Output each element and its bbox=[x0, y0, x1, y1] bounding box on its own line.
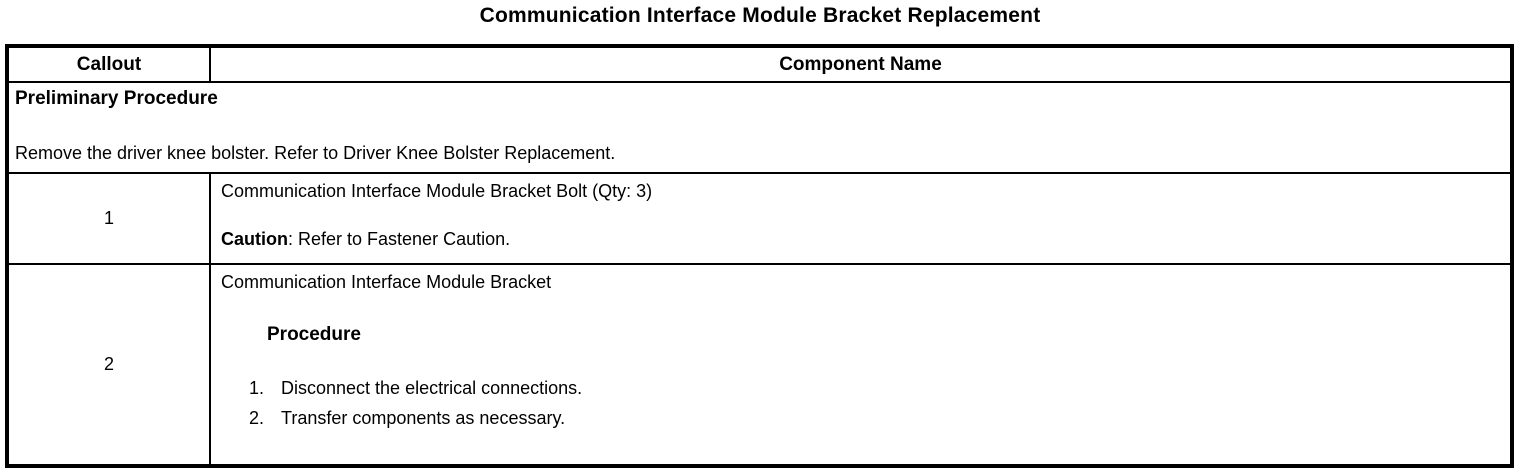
procedure-step: 1. Disconnect the electrical connections. bbox=[249, 373, 1502, 403]
table: Callout Component Name Preliminary Proce… bbox=[5, 44, 1514, 468]
step-number: 2. bbox=[249, 408, 265, 428]
step-text: Disconnect the electrical connections. bbox=[281, 378, 583, 398]
table-row-bracket: 2 Communication Interface Module Bracket… bbox=[6, 263, 1513, 467]
preliminary-procedure-heading: Preliminary Procedure bbox=[15, 88, 218, 109]
component-name: Communication Interface Module Bracket B… bbox=[221, 181, 653, 201]
component-cell: Communication Interface Module Bracket P… bbox=[209, 263, 1513, 467]
component-name: Communication Interface Module Bracket bbox=[221, 272, 552, 292]
page-title: Communication Interface Module Bracket R… bbox=[479, 4, 1041, 27]
caution-note: Caution: Refer to Fastener Caution. bbox=[221, 229, 1502, 250]
step-number: 1. bbox=[249, 378, 265, 398]
callout-number: 2 bbox=[6, 263, 211, 467]
caution-text: : Refer to Fastener Caution. bbox=[288, 229, 511, 249]
preliminary-procedure-cell: Preliminary Procedure Remove the driver … bbox=[6, 81, 1513, 174]
table-header-row: Callout Component Name bbox=[6, 45, 1513, 83]
preliminary-procedure-text: Remove the driver knee bolster. Refer to… bbox=[15, 143, 616, 163]
table-row-bracket-bolt: 1 Communication Interface Module Bracket… bbox=[6, 172, 1513, 265]
component-cell: Communication Interface Module Bracket B… bbox=[209, 172, 1513, 265]
procedure-heading: Procedure bbox=[267, 324, 361, 345]
callout-component-table: Callout Component Name Preliminary Proce… bbox=[5, 44, 1514, 468]
step-text: Transfer components as necessary. bbox=[281, 408, 566, 428]
procedure-steps: 1. Disconnect the electrical connections.… bbox=[221, 373, 1502, 433]
callout-number: 1 bbox=[6, 172, 211, 265]
caution-label: Caution bbox=[221, 229, 288, 249]
column-header-callout: Callout bbox=[6, 45, 211, 83]
procedure-step: 2. Transfer components as necessary. bbox=[249, 403, 1502, 433]
preliminary-procedure-row: Preliminary Procedure Remove the driver … bbox=[6, 81, 1513, 174]
column-header-component-name: Component Name bbox=[209, 45, 1513, 83]
